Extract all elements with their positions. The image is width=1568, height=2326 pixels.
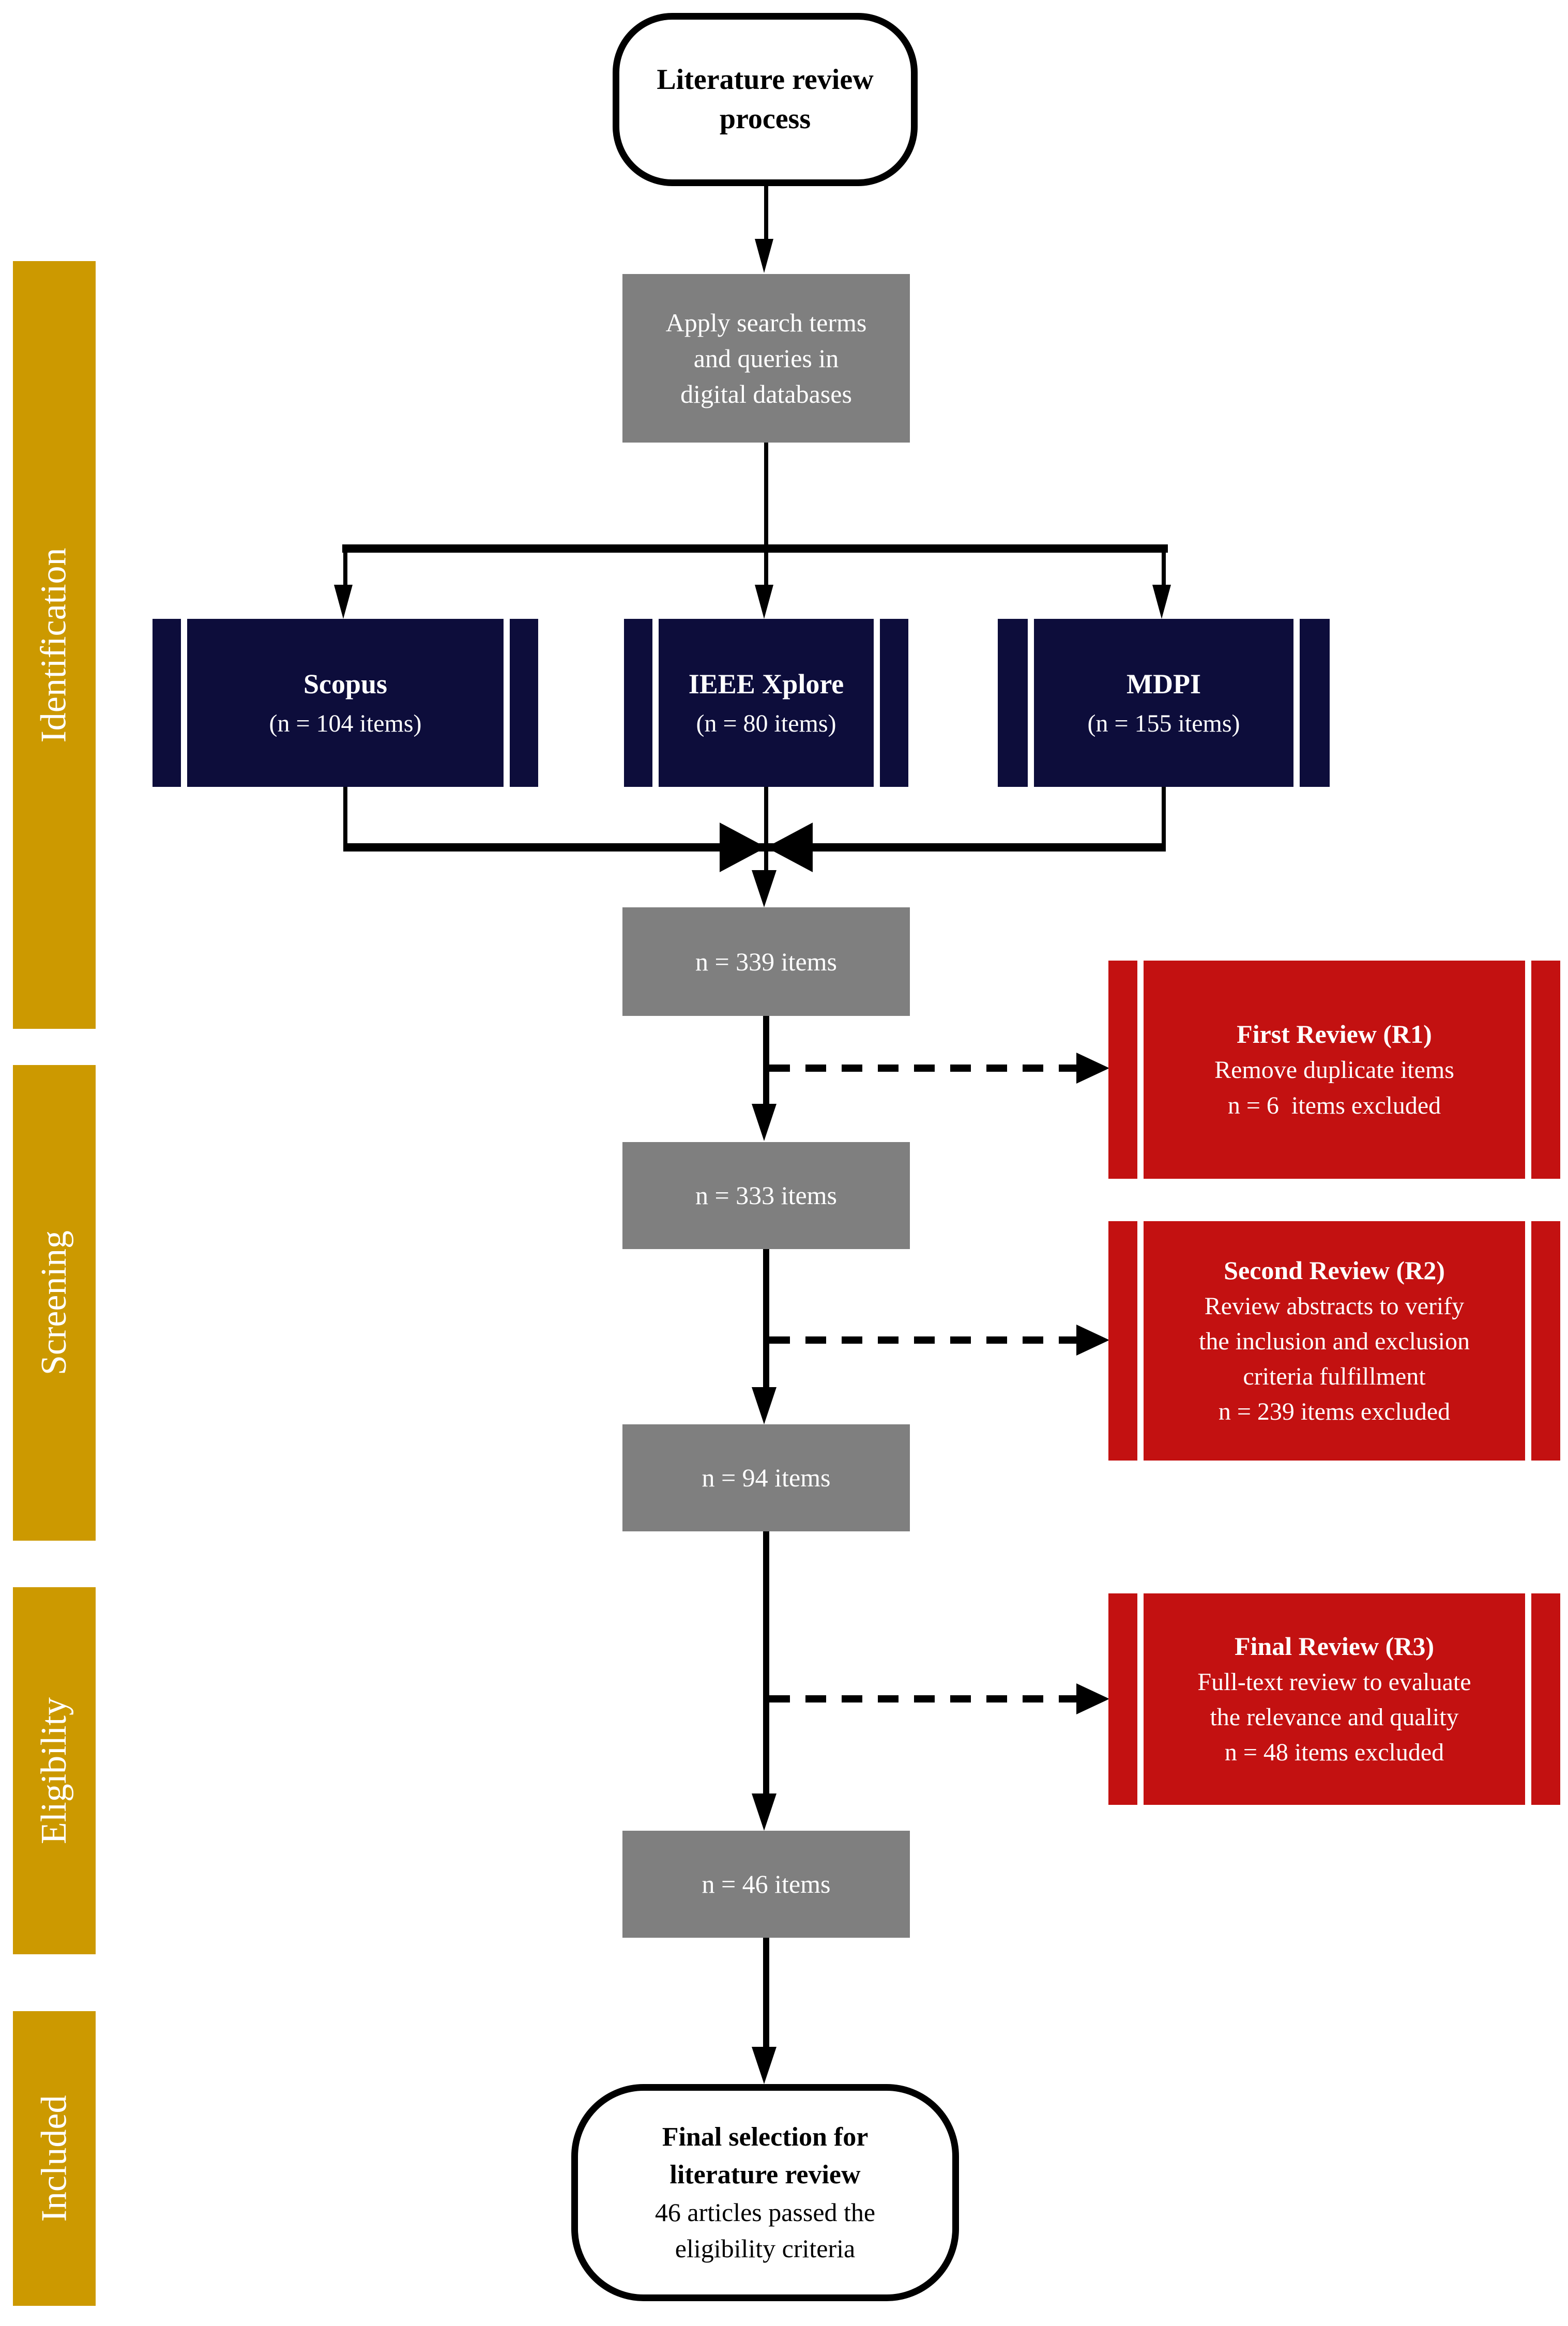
arrowhead-down-icon xyxy=(1152,585,1171,619)
review-main-r3: Final Review (R3) Full-text review to ev… xyxy=(1144,1593,1525,1805)
review-main-r1: First Review (R1) Remove duplicate items… xyxy=(1144,961,1525,1179)
database-side-bar xyxy=(1300,619,1330,787)
start-node: Literature review process xyxy=(613,13,918,186)
review-title: Second Review (R2) xyxy=(1224,1255,1445,1285)
total-label-46: n = 46 items xyxy=(702,1869,831,1898)
total-box-46: n = 46 items xyxy=(622,1831,910,1938)
review-side-bar xyxy=(1531,1221,1560,1461)
connector-46-end xyxy=(763,1938,769,2055)
review-box-r1: First Review (R1) Remove duplicate items… xyxy=(1108,961,1560,1179)
start-node-label: Literature review process xyxy=(657,63,874,135)
review-excluded: n = 239 items excluded xyxy=(1218,1398,1451,1426)
arrowhead-left-icon xyxy=(766,823,813,872)
stage-label-screening: Screening xyxy=(34,1230,74,1375)
review-body: Review abstracts to verify the inclusion… xyxy=(1199,1292,1470,1390)
arrowhead-down-icon xyxy=(755,585,773,619)
total-label-339: n = 339 items xyxy=(695,947,838,976)
stage-bar-eligibility: Eligibility xyxy=(13,1587,96,1954)
stage-label-eligibility: Eligibility xyxy=(34,1697,74,1844)
arrowhead-down-icon xyxy=(752,2047,777,2084)
arrowhead-down-icon xyxy=(755,239,773,273)
connector-search-branch xyxy=(764,443,768,549)
search-terms-box: Apply search terms and queries in digita… xyxy=(622,274,910,443)
stage-bar-included: Included xyxy=(13,2011,96,2306)
review-title: First Review (R1) xyxy=(1237,1020,1432,1049)
database-side-bar xyxy=(624,619,652,787)
arrowhead-right-icon xyxy=(720,823,766,872)
arrowhead-right-icon xyxy=(1076,1683,1109,1714)
stage-bar-screening: Screening xyxy=(13,1065,96,1541)
review-excluded: n = 48 items excluded xyxy=(1224,1739,1444,1767)
review-box-r2: Second Review (R2) Review abstracts to v… xyxy=(1108,1221,1560,1461)
dashed-arrow-r3 xyxy=(769,1695,1078,1702)
review-side-bar xyxy=(1531,961,1560,1179)
search-terms-label: Apply search terms and queries in digita… xyxy=(665,308,867,408)
arrowhead-down-icon xyxy=(752,1793,777,1831)
arrowhead-down-icon xyxy=(752,1387,777,1424)
database-count: (n = 104 items) xyxy=(269,710,422,737)
total-box-333: n = 333 items xyxy=(622,1142,910,1249)
connector-94-46 xyxy=(763,1531,769,1802)
merge-line-mdpi xyxy=(1162,787,1166,847)
arrowhead-right-icon xyxy=(1076,1325,1109,1356)
arrowhead-right-icon xyxy=(1076,1053,1109,1084)
database-count: (n = 155 items) xyxy=(1087,710,1240,737)
total-label-94: n = 94 items xyxy=(702,1463,831,1492)
total-label-333: n = 333 items xyxy=(695,1181,838,1210)
stage-label-included: Included xyxy=(34,2095,74,2222)
database-count: (n = 80 items) xyxy=(696,710,836,737)
total-box-94: n = 94 items xyxy=(622,1424,910,1531)
end-node-title: Final selection for literature review xyxy=(662,2122,869,2190)
stage-label-identification: Identification xyxy=(34,547,74,743)
database-name: Scopus xyxy=(303,668,388,700)
arrowhead-down-icon xyxy=(752,870,777,907)
total-box-339: n = 339 items xyxy=(622,907,910,1016)
review-body: Remove duplicate items xyxy=(1214,1056,1454,1084)
branch-bar-top xyxy=(342,544,1168,553)
review-main-r2: Second Review (R2) Review abstracts to v… xyxy=(1144,1221,1525,1461)
review-side-bar xyxy=(1108,1593,1137,1805)
connector-339-333 xyxy=(763,1016,769,1112)
database-side-bar xyxy=(510,619,538,787)
database-main-mdpi: MDPI (n = 155 items) xyxy=(1034,619,1293,787)
drop-line-ieee xyxy=(764,553,768,589)
database-box-scopus: Scopus (n = 104 items) xyxy=(153,619,538,787)
arrowhead-down-icon xyxy=(752,1104,777,1141)
database-main-ieee: IEEE Xplore (n = 80 items) xyxy=(659,619,874,787)
dashed-arrow-r2 xyxy=(769,1336,1078,1344)
drop-line-scopus xyxy=(343,553,347,589)
database-name: MDPI xyxy=(1126,668,1201,700)
dashed-arrow-r1 xyxy=(769,1065,1078,1072)
connector-start-search xyxy=(764,185,768,245)
drop-line-mdpi xyxy=(1162,553,1166,589)
review-excluded: n = 6 items excluded xyxy=(1227,1091,1441,1119)
end-node: Final selection for literature review 46… xyxy=(571,2084,959,2301)
database-name: IEEE Xplore xyxy=(688,668,844,700)
review-side-bar xyxy=(1108,1221,1137,1461)
review-title: Final Review (R3) xyxy=(1234,1631,1435,1661)
database-side-bar xyxy=(998,619,1028,787)
database-box-mdpi: MDPI (n = 155 items) xyxy=(998,619,1330,787)
review-body: Full-text review to evaluate the relevan… xyxy=(1197,1668,1471,1731)
review-side-bar xyxy=(1108,961,1137,1179)
arrowhead-down-icon xyxy=(334,585,353,619)
review-side-bar xyxy=(1531,1593,1560,1805)
end-node-subtitle: 46 articles passed the eligibility crite… xyxy=(654,2197,876,2263)
database-box-ieee: IEEE Xplore (n = 80 items) xyxy=(624,619,908,787)
database-side-bar xyxy=(880,619,908,787)
database-main-scopus: Scopus (n = 104 items) xyxy=(187,619,504,787)
stage-bar-identification: Identification xyxy=(13,261,96,1029)
merge-line-scopus xyxy=(343,787,347,847)
database-side-bar xyxy=(153,619,181,787)
connector-333-94 xyxy=(763,1249,769,1395)
review-box-r3: Final Review (R3) Full-text review to ev… xyxy=(1108,1593,1560,1805)
